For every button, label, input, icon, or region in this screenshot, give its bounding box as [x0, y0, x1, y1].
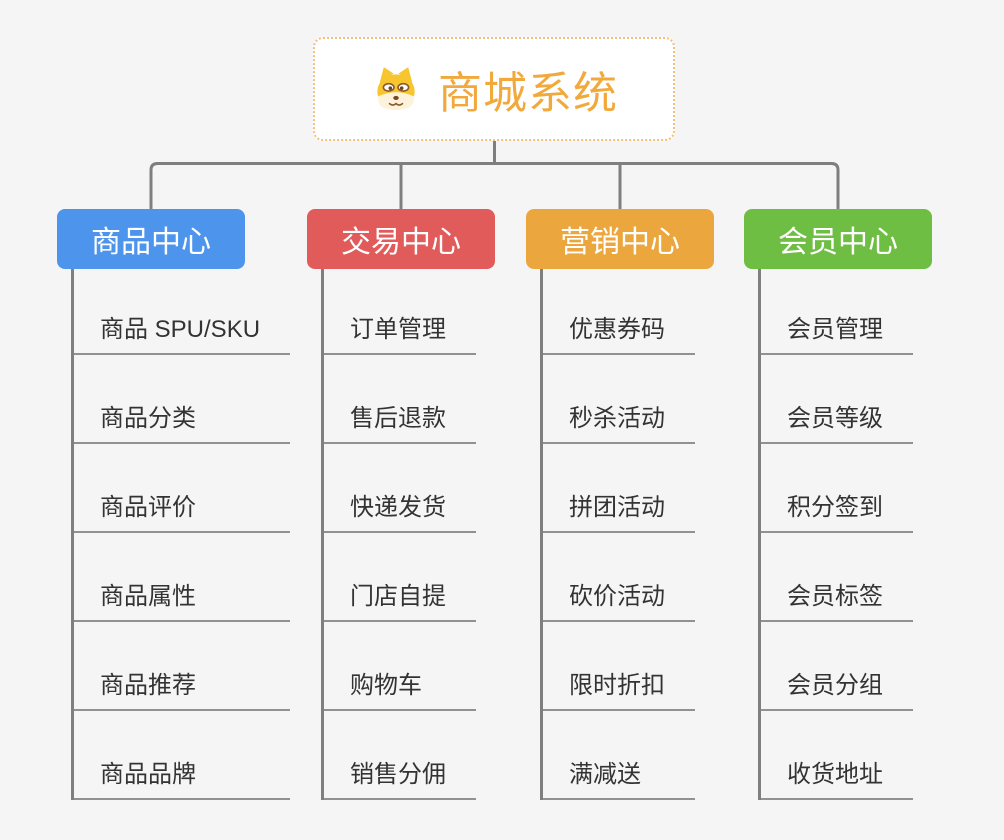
root-title: 商城系统 [438, 69, 618, 118]
leaf-topic[interactable]: 秒杀活动 [543, 355, 695, 444]
branch-label: 营销中心 [560, 226, 680, 259]
leaf-topic[interactable]: 购物车 [324, 622, 476, 711]
leaf-topic[interactable]: 会员分组 [761, 622, 913, 711]
leaf-topic[interactable]: 商品推荐 [74, 622, 291, 711]
dog-face-icon [377, 67, 415, 111]
leaf-topic[interactable]: 快递发货 [324, 444, 476, 533]
branch-node-member-center[interactable]: 会员中心 [744, 209, 932, 269]
branch-children-trade-center: 订单管理 售后退款 快递发货 门店自提 购物车 销售分佣 [321, 269, 476, 800]
root-node-mall-system[interactable]: 商城系统 [313, 37, 675, 141]
leaf-topic[interactable]: 会员管理 [761, 269, 913, 355]
branch-node-product-center[interactable]: 商品中心 [57, 209, 245, 269]
leaf-topic[interactable]: 收货地址 [761, 711, 913, 800]
leaf-topic[interactable]: 商品品牌 [74, 711, 291, 800]
branch-node-trade-center[interactable]: 交易中心 [307, 209, 495, 269]
leaf-topic[interactable]: 订单管理 [324, 269, 476, 355]
leaf-topic[interactable]: 商品属性 [74, 533, 291, 622]
leaf-topic[interactable]: 满减送 [543, 711, 695, 800]
leaf-topic[interactable]: 门店自提 [324, 533, 476, 622]
branch-children-marketing-center: 优惠券码 秒杀活动 拼团活动 砍价活动 限时折扣 满减送 [540, 269, 695, 800]
leaf-topic[interactable]: 销售分佣 [324, 711, 476, 800]
branch-column-trade-center: 交易中心 订单管理 售后退款 快递发货 门店自提 购物车 销售分佣 [307, 209, 495, 800]
leaf-topic[interactable]: 售后退款 [324, 355, 476, 444]
leaf-topic[interactable]: 砍价活动 [543, 533, 695, 622]
bus-line [149, 162, 840, 209]
leaf-topic[interactable]: 优惠券码 [543, 269, 695, 355]
leaf-topic[interactable]: 限时折扣 [543, 622, 695, 711]
branch-label: 交易中心 [341, 226, 461, 259]
branch-column-marketing-center: 营销中心 优惠券码 秒杀活动 拼团活动 砍价活动 限时折扣 满减送 [526, 209, 714, 800]
branch-children-product-center: 商品 SPU/SKU 商品分类 商品评价 商品属性 商品推荐 商品品牌 [71, 269, 291, 800]
leaf-topic[interactable]: 商品 SPU/SKU [74, 269, 291, 355]
leaf-topic[interactable]: 会员标签 [761, 533, 913, 622]
branch-node-marketing-center[interactable]: 营销中心 [526, 209, 714, 269]
leaf-topic[interactable]: 积分签到 [761, 444, 913, 533]
leaf-topic[interactable]: 商品分类 [74, 355, 291, 444]
branch-column-member-center: 会员中心 会员管理 会员等级 积分签到 会员标签 会员分组 收货地址 [744, 209, 932, 800]
leaf-topic[interactable]: 拼团活动 [543, 444, 695, 533]
leaf-topic[interactable]: 商品评价 [74, 444, 291, 533]
leaf-topic[interactable]: 会员等级 [761, 355, 913, 444]
branch-children-member-center: 会员管理 会员等级 积分签到 会员标签 会员分组 收货地址 [758, 269, 913, 800]
branch-label: 商品中心 [91, 226, 211, 259]
branch-column-product-center: 商品中心 商品 SPU/SKU 商品分类 商品评价 商品属性 商品推荐 商品品牌 [57, 209, 291, 800]
branch-label: 会员中心 [778, 226, 898, 259]
